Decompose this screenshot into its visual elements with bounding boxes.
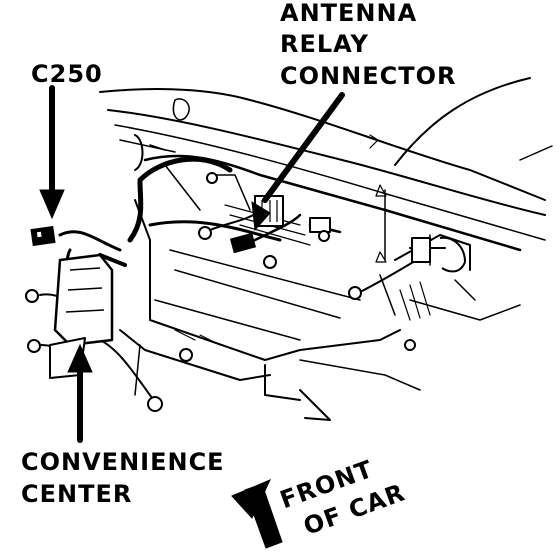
front-of-car-label: FRONT OF CAR: [276, 455, 409, 541]
convenience-arrowhead: [67, 343, 93, 373]
antenna-arrowhead: [251, 201, 271, 232]
label-convenience-line2: CENTER: [21, 480, 132, 508]
label-antenna-line3: CONNECTOR: [280, 62, 456, 90]
connector-blocks: [30, 195, 466, 379]
label-convenience-line1: CONVENIENCE: [21, 448, 225, 476]
antenna-arrow: [262, 92, 345, 203]
front-of-car-arrowhead: [231, 479, 272, 519]
label-antenna-line2: RELAY: [280, 30, 369, 58]
bolt-terminals: [25, 172, 416, 412]
label-antenna-line1: ANTENNA: [280, 0, 417, 27]
label-c250: C250: [31, 60, 103, 88]
c250-arrowhead: [39, 189, 65, 220]
dash-structure: [99, 77, 553, 421]
callout-arrows: [39, 85, 345, 549]
